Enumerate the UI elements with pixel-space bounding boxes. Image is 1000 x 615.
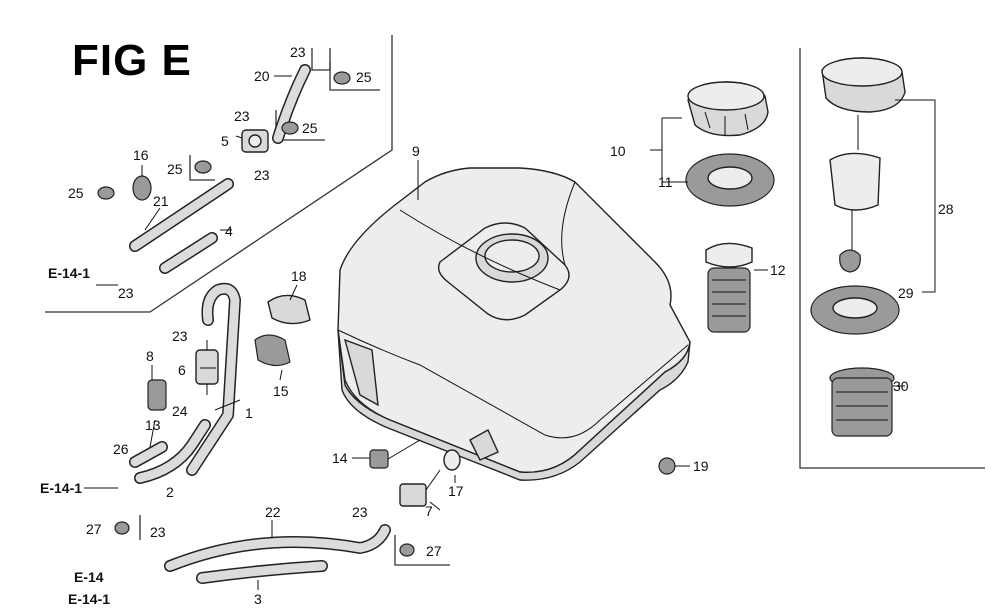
bracket-15[interactable] <box>254 334 291 367</box>
reference-e-14-1-lower: E-14-1 <box>68 591 110 607</box>
callout-18: 18 <box>291 268 307 284</box>
callout-9: 9 <box>412 143 420 159</box>
clip-box-25a <box>329 62 380 91</box>
nut-19[interactable] <box>658 457 676 475</box>
reference-e-14-1-middle: E-14-1 <box>40 480 82 496</box>
clip-25-c[interactable] <box>194 160 212 174</box>
inset-frame-right <box>799 48 985 469</box>
callout-21: 21 <box>153 193 169 209</box>
callout-19: 19 <box>693 458 709 474</box>
callout-27-left: 27 <box>86 521 102 537</box>
callout-25-inner: 25 <box>167 161 183 177</box>
callout-23-left: 23 <box>118 285 134 301</box>
callout-25-left: 25 <box>68 185 84 201</box>
callout-23-lower-left: 23 <box>150 524 166 540</box>
cap-seal[interactable] <box>685 153 775 207</box>
clip-27-b[interactable] <box>399 543 415 557</box>
callout-27-right: 27 <box>426 543 442 559</box>
callout-11: 11 <box>658 174 673 190</box>
callout-20: 20 <box>254 68 270 84</box>
callout-7: 7 <box>425 503 433 519</box>
fuel-tank[interactable] <box>337 167 691 481</box>
callout-8: 8 <box>146 348 154 364</box>
callout-6: 6 <box>178 362 186 378</box>
clip-27-a[interactable] <box>114 521 130 535</box>
cap-seal-large[interactable] <box>810 285 900 335</box>
washer-17[interactable] <box>443 449 461 471</box>
bolt-14[interactable] <box>369 439 421 469</box>
figure-title: FIG E <box>72 36 192 85</box>
reference-e-14: E-14 <box>74 569 104 585</box>
bracket-18[interactable] <box>267 294 311 325</box>
callout-23-top: 23 <box>290 44 306 60</box>
callout-24: 24 <box>172 403 188 419</box>
callout-1: 1 <box>245 405 253 421</box>
callout-2: 2 <box>166 484 174 500</box>
callout-28: 28 <box>938 201 954 217</box>
callout-30: 30 <box>893 378 909 394</box>
inset-frame-upper-left <box>45 35 393 313</box>
callout-23-valve: 23 <box>234 108 250 124</box>
clip-16[interactable] <box>132 175 152 201</box>
callout-13: 13 <box>145 417 161 433</box>
fuel-cock-7[interactable] <box>399 469 441 507</box>
callout-23-hose: 23 <box>254 167 270 183</box>
callout-25-mid: 25 <box>302 120 318 136</box>
callout-26: 26 <box>113 441 129 457</box>
callout-29: 29 <box>898 285 914 301</box>
clip-box-25c <box>189 155 215 181</box>
callout-3: 3 <box>254 591 262 607</box>
callout-22: 22 <box>265 504 281 520</box>
callout-15: 15 <box>273 383 289 399</box>
hose-box-rear <box>311 48 331 71</box>
strainer-large[interactable] <box>829 367 895 437</box>
callout-12: 12 <box>770 262 786 278</box>
clip-25-b[interactable] <box>281 121 299 135</box>
fuel-filter-6[interactable] <box>195 340 219 395</box>
callout-5: 5 <box>221 133 229 149</box>
clip-25-a[interactable] <box>333 71 351 85</box>
callout-16: 16 <box>133 147 149 163</box>
callout-14: 14 <box>332 450 348 466</box>
clamp-8[interactable] <box>147 379 167 411</box>
leader-lines <box>84 75 936 590</box>
filler-cap[interactable] <box>687 81 769 137</box>
fuel-strainer[interactable] <box>705 242 753 333</box>
callout-17: 17 <box>448 483 464 499</box>
clip-box-27b <box>394 535 450 566</box>
callout-25-top: 25 <box>356 69 372 85</box>
callout-23-filter: 23 <box>172 328 188 344</box>
clip-25-d[interactable] <box>97 186 115 200</box>
callout-23-bottom: 23 <box>352 504 368 520</box>
callout-4: 4 <box>225 223 233 239</box>
cap-assembly-with-strap[interactable] <box>821 57 906 273</box>
fuel-valve-5[interactable] <box>241 129 269 153</box>
reference-e-14-1-upper: E-14-1 <box>48 265 90 281</box>
callout-10: 10 <box>610 143 626 159</box>
